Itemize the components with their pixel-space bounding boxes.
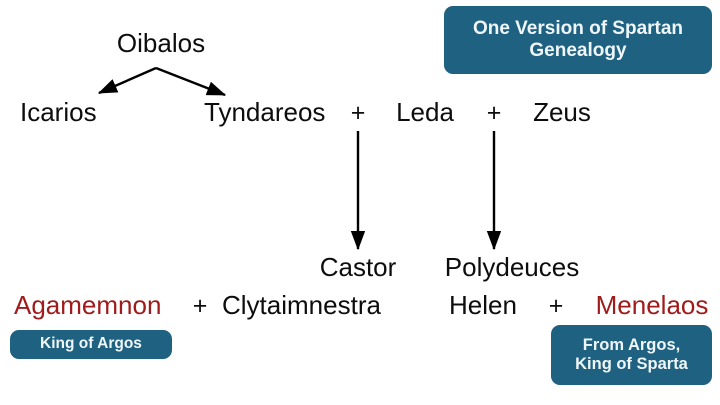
node-tyndareos: Tyndareos [204,97,326,127]
union-tyndareos-leda: + [350,99,366,127]
node-icarios: Icarios [20,97,97,127]
node-oibalos: Oibalos [116,28,206,58]
diagram-title-line2: Genealogy [529,40,627,61]
union-leda-zeus: + [486,99,502,127]
edge-oibalos-to-tyndareos [155,66,227,97]
edge-oibalos-to-icarios [97,66,157,95]
union-agamemnon-clytaimnestra: + [192,292,208,320]
node-leda: Leda [396,97,454,127]
badge-king-of-argos-label: King of Argos [40,335,142,353]
node-helen: Helen [449,290,517,320]
diagram-title-box: One Version of Spartan Genealogy [444,6,712,74]
node-polydeuces: Polydeuces [444,252,580,282]
badge-sparta-line2: King of Sparta [575,355,688,373]
node-menelaos: Menelaos [595,290,709,320]
node-clytaimnestra: Clytaimnestra [222,290,381,320]
diagram-title-line1: One Version of Spartan [472,17,684,39]
badge-sparta-line1: From Argos, [582,335,681,354]
union-helen-menelaos: + [548,292,564,320]
node-castor: Castor [319,252,397,282]
node-agamemnon: Agamemnon [14,290,162,320]
badge-king-of-argos: King of Argos [10,330,172,359]
badge-from-argos-king-of-sparta: From Argos, King of Sparta [551,325,712,385]
node-zeus: Zeus [533,97,591,127]
